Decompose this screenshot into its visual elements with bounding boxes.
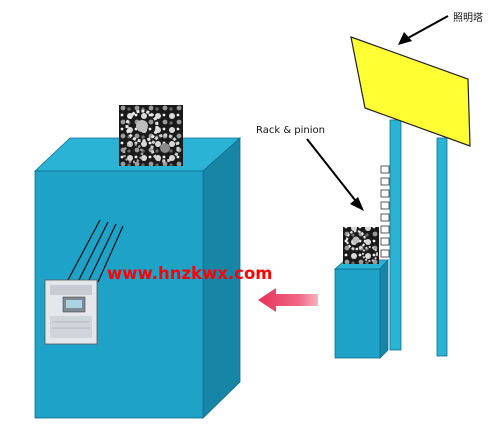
gear-cluster-large-icon [119, 105, 183, 166]
left-arrow-icon [258, 288, 318, 312]
small-cabinet-side [379, 258, 389, 359]
cable-lines [67, 219, 124, 283]
tower-pole-left [389, 119, 402, 351]
tower-pole-right [436, 137, 448, 357]
tower-label: 照明塔 [453, 11, 483, 24]
gear-cluster-small-icon [343, 227, 379, 264]
small-cabinet [333, 258, 389, 359]
inverter-icon [44, 279, 98, 345]
small-cabinet-front [334, 268, 381, 359]
tower-pointer [398, 15, 449, 45]
rack-teeth [380, 165, 390, 258]
rack-pinion-pointer [306, 138, 364, 211]
rack-pinion-label: Rack & pinion [256, 125, 325, 136]
tower-sign [350, 36, 471, 147]
watermark-text: www.hnzkwx.com [107, 264, 272, 283]
